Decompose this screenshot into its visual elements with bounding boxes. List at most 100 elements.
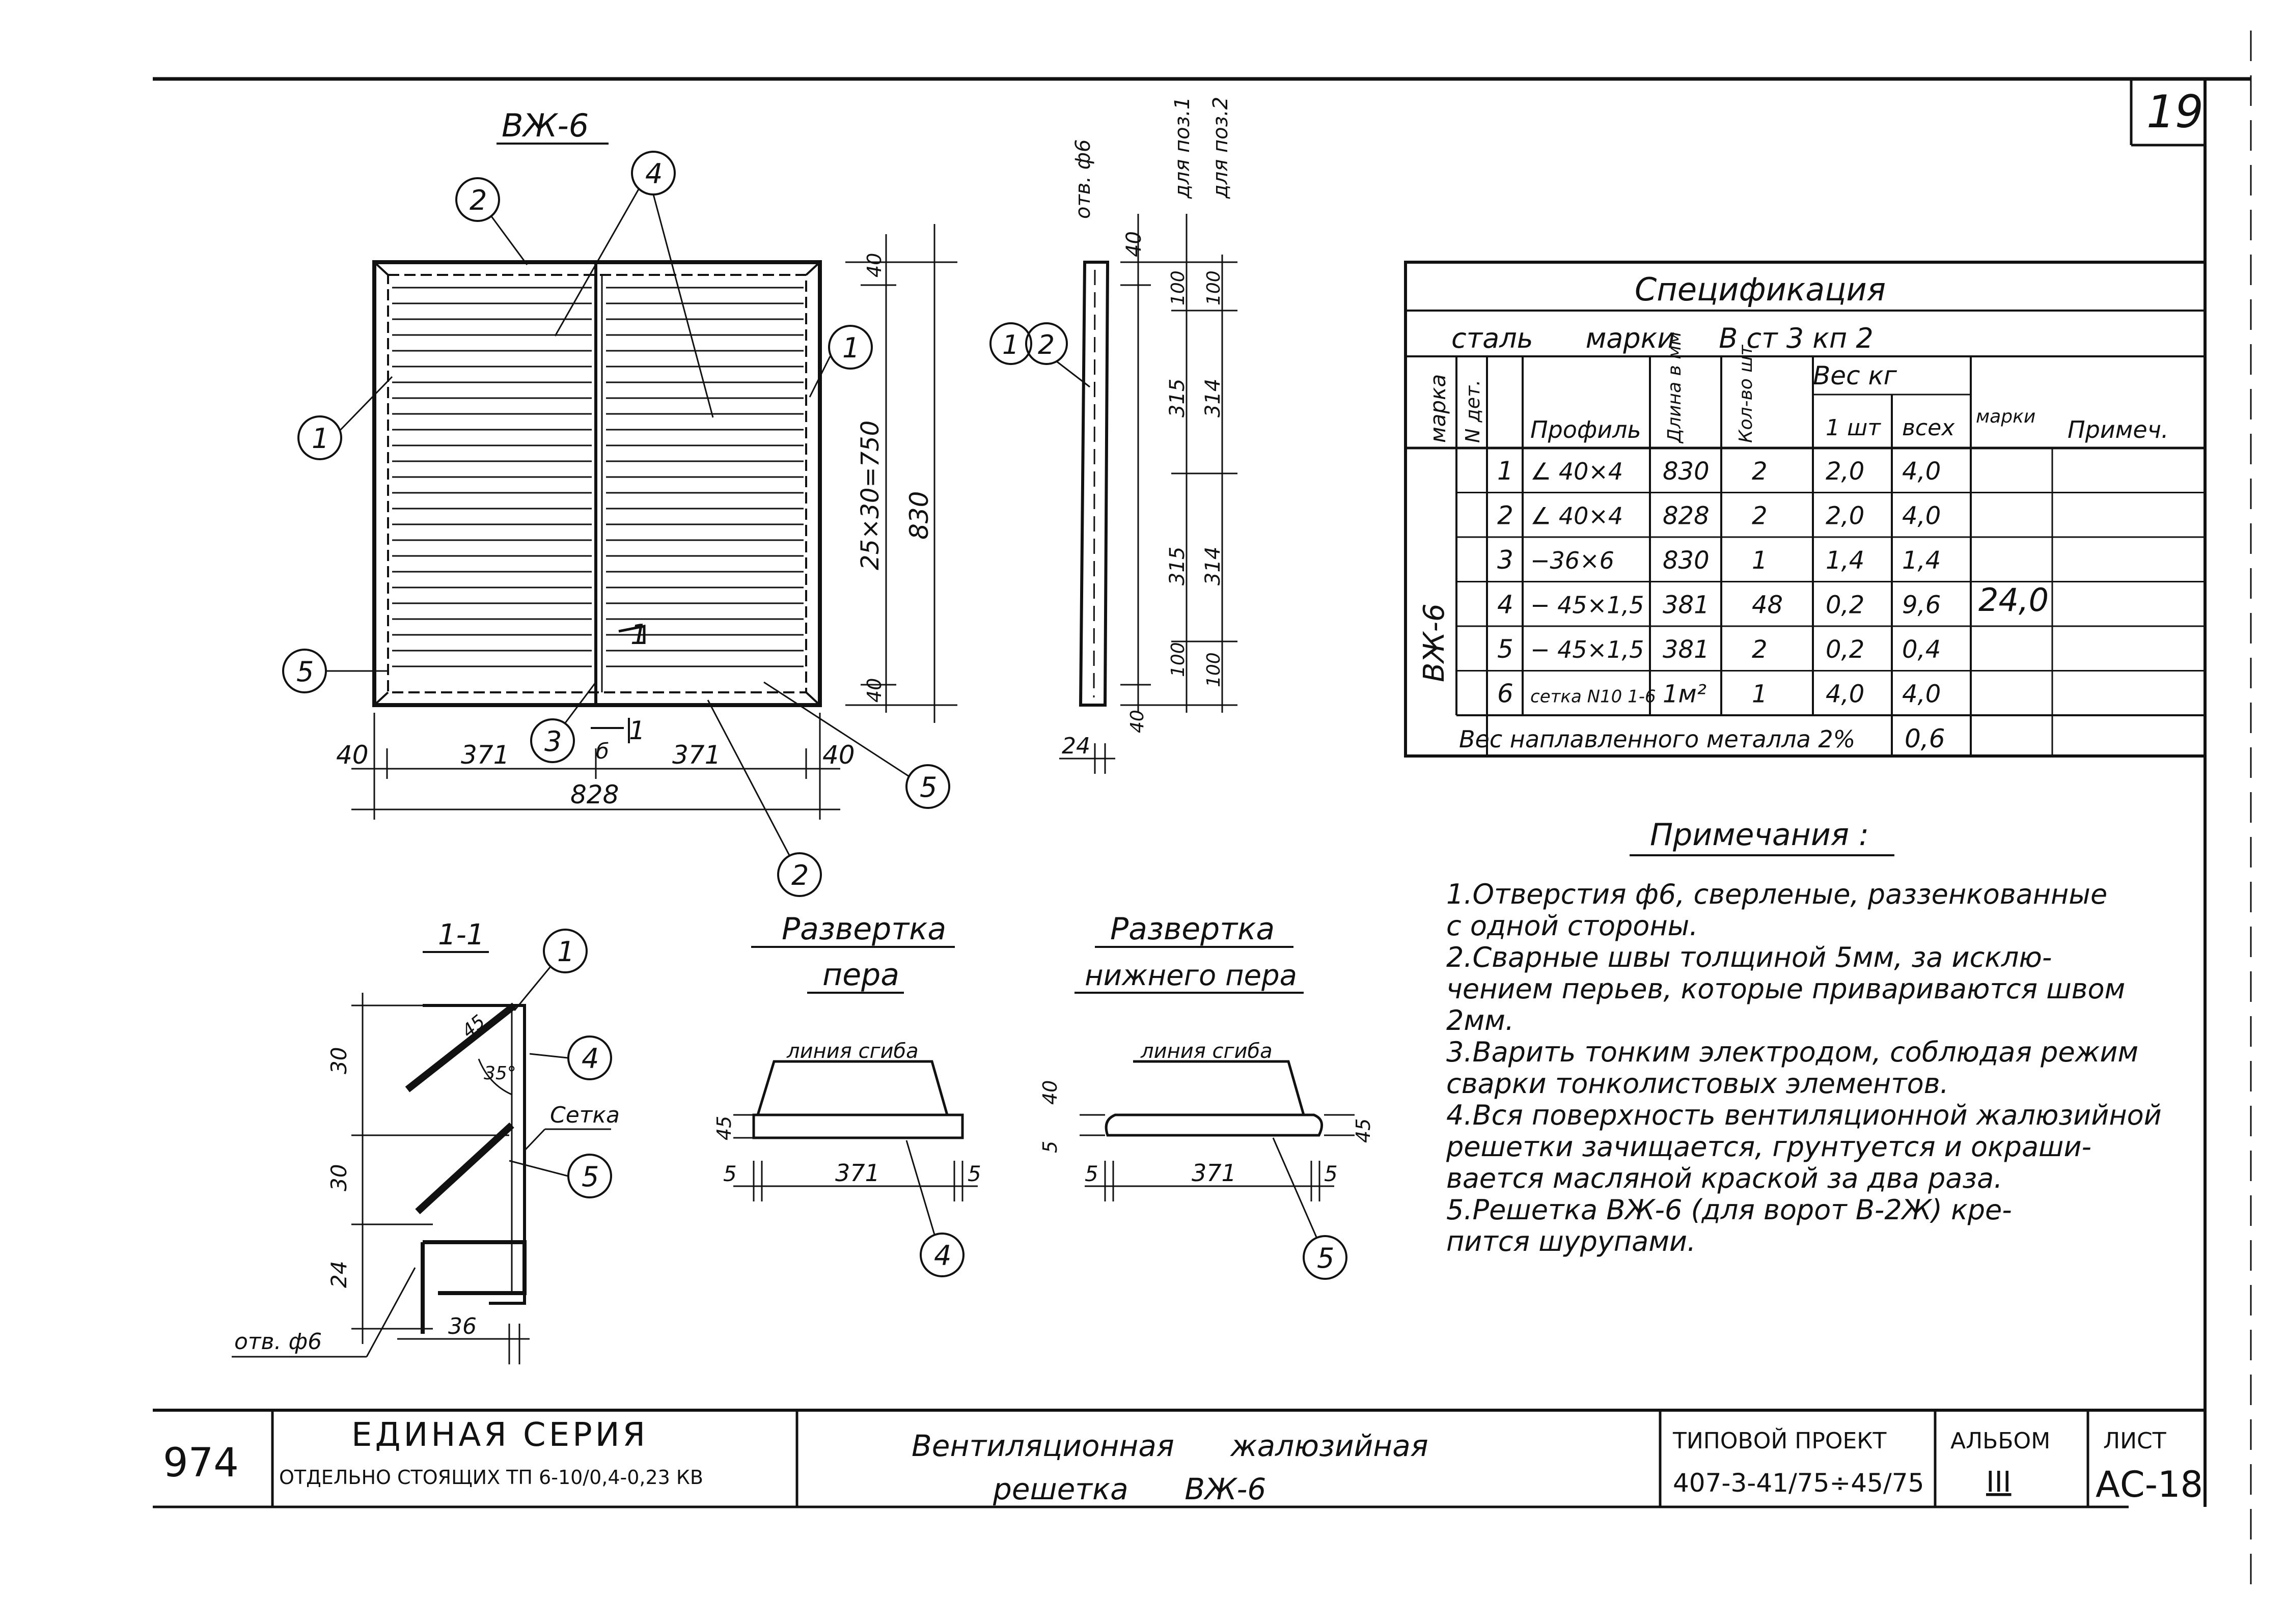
- svg-text:1: 1: [557, 936, 574, 968]
- side-dim-100-c: 100: [1168, 642, 1189, 677]
- spec-cell-wall: 1,4: [1902, 546, 1941, 575]
- svg-text:5: 5: [1317, 1242, 1334, 1274]
- callout-5-right: 5: [763, 681, 950, 809]
- side-for-pos-2: для поз.2: [1209, 97, 1232, 199]
- unfold-1-title-2: пера: [822, 957, 899, 993]
- spec-cell-len: 381: [1663, 635, 1710, 664]
- dim-bottom-40: 40: [863, 678, 886, 703]
- callout-2-bottom: 2: [707, 699, 822, 897]
- unfold-1-bend-line: линия сгиба: [786, 1040, 919, 1063]
- side-view: отв. ф6 40 для поз.1 для поз.2 100 100 3…: [989, 97, 1237, 774]
- notes-line: 5.Решетка ВЖ-6 (для ворот В-2Ж) кре-: [1446, 1194, 2012, 1226]
- side-hole-label: отв. ф6: [1071, 139, 1095, 219]
- side-dim-24: 24: [1062, 733, 1090, 759]
- spec-cell-wall: 4,0: [1902, 502, 1941, 530]
- sec-angle-35: 35°: [484, 1063, 516, 1084]
- spec-header-mark: марка: [1425, 374, 1450, 443]
- svg-text:5: 5: [582, 1161, 599, 1193]
- sec-dim-24: 24: [326, 1261, 351, 1288]
- side-dim-100-b: 100: [1203, 270, 1224, 305]
- unfold-1-title-1: Развертка: [782, 911, 946, 947]
- title-block-series-1: ЕДИНАЯ СЕРИЯ: [351, 1416, 648, 1454]
- sec-dim-45: 45: [458, 1011, 489, 1042]
- spec-header-note: Примеч.: [2068, 416, 2169, 443]
- svg-text:5: 5: [920, 771, 937, 803]
- spec-cell-len: 828: [1663, 502, 1710, 530]
- side-dim-315-a: 315: [1166, 379, 1189, 417]
- callout-5-section: 5: [509, 1154, 612, 1198]
- svg-text:2: 2: [791, 859, 809, 891]
- section-title: 1-1: [438, 918, 484, 951]
- unfold-1-right-5: 5: [968, 1161, 981, 1186]
- svg-text:4: 4: [582, 1043, 599, 1075]
- notes-line: чением перьев, которые привариваются шво…: [1446, 973, 2125, 1005]
- callout-4-section: 4: [529, 1035, 612, 1080]
- unfold-2-left-5: 5: [1085, 1161, 1098, 1186]
- main-view-title: ВЖ-6: [502, 107, 589, 144]
- spec-cell-len: 1м²: [1663, 680, 1706, 709]
- title-block-project-label: ТИПОВОЙ ПРОЕКТ: [1672, 1427, 1887, 1454]
- section-1-1: 1-1 30 30 24 36 45 35° Сетка отв. ф6 1: [232, 918, 620, 1364]
- spec-weld-value: 0,6: [1905, 724, 1945, 753]
- spec-header-num: N дет.: [1462, 380, 1484, 443]
- callout-1-right: 1: [809, 325, 873, 398]
- dim-371-left: 371: [461, 740, 509, 770]
- sec-dim-36: 36: [448, 1313, 477, 1339]
- spec-header-wmark: марки: [1976, 406, 2035, 427]
- notes-line: с одной стороны.: [1446, 910, 1698, 942]
- main-view: ВЖ-6 1 40 371 б 371 40 828 1: [282, 107, 957, 897]
- unfold-feather: Развертка пера линия сгиба 45 5 371 5 4: [713, 911, 981, 1277]
- sec-mesh-label: Сетка: [550, 1102, 620, 1128]
- spec-cell-w1: 0,2: [1826, 591, 1864, 620]
- unfold-1-h-45: 45: [713, 1116, 735, 1140]
- spec-cell-qty: 2: [1752, 635, 1768, 664]
- spec-cell-n: 3: [1497, 545, 1513, 575]
- title-block: 974 ЕДИНАЯ СЕРИЯ ОТДЕЛЬНО СТОЯЩИХ ТП 6-1…: [153, 1409, 2205, 1507]
- dim-top-40: 40: [863, 253, 886, 277]
- spec-cell-n: 6: [1497, 679, 1513, 709]
- callout-2-top: 2: [455, 177, 528, 265]
- title-block-name-1: Вентиляционная жалюзийная: [912, 1429, 1428, 1463]
- callout-1-left: 1: [297, 376, 393, 460]
- side-dim-100-d: 100: [1203, 652, 1224, 687]
- spec-cell-n: 1: [1497, 456, 1513, 486]
- side-dim-314-a: 314: [1201, 379, 1225, 417]
- louver-blades: [392, 287, 804, 667]
- unfold-1-w-371: 371: [835, 1159, 880, 1187]
- dim-left-40: 40: [336, 740, 369, 770]
- spec-cell-profile: − 45×1,5: [1530, 592, 1644, 619]
- unfold-lower-feather: Развертка нижнего пера линия сгиба 40 5 …: [1039, 911, 1374, 1280]
- spec-mark-value: ВЖ-6: [1418, 603, 1451, 682]
- notes-line: 3.Варить тонким электродом, соблюдая реж…: [1446, 1036, 2138, 1068]
- callout-4-top: 4: [554, 151, 714, 418]
- spec-cell-wall: 0,4: [1902, 635, 1941, 664]
- callout-1-2-side: 1 2: [989, 322, 1090, 388]
- notes-line: сварки тонколистовых элементов.: [1446, 1068, 1949, 1100]
- side-dim-315-b: 315: [1166, 547, 1189, 585]
- spec-cell-profile: ∠ 40×4: [1530, 458, 1623, 485]
- unfold-2-right-5: 5: [1324, 1161, 1338, 1186]
- spec-cell-profile: −36×6: [1530, 547, 1614, 574]
- callout-5-unfold: 5: [1272, 1137, 1347, 1280]
- notes-line: вается масляной краской за два раза.: [1446, 1162, 2002, 1194]
- sec-dim-30-a: 30: [326, 1047, 351, 1074]
- title-block-sheet-value: АС-18: [2096, 1464, 2203, 1505]
- spec-cell-wall: 9,6: [1902, 591, 1941, 620]
- unfold-2-h-5: 5: [1039, 1141, 1061, 1153]
- svg-text:3: 3: [544, 725, 562, 758]
- spec-cell-profile: − 45×1,5: [1530, 636, 1644, 663]
- spec-table: Спецификация сталь марки В ст 3 кп 2 Вес…: [1404, 261, 2207, 758]
- spec-cell-w1: 1,4: [1826, 546, 1864, 575]
- spec-cell-n: 2: [1497, 501, 1513, 530]
- spec-cell-w1: 0,2: [1826, 635, 1864, 664]
- sec-hole-label: отв. ф6: [234, 1329, 322, 1355]
- spec-title: Спецификация: [1635, 271, 1886, 308]
- spec-cell-w1: 2,0: [1826, 502, 1864, 530]
- spec-cell-profile: ∠ 40×4: [1530, 502, 1623, 530]
- spec-cell-qty: 1: [1752, 680, 1768, 709]
- dim-center-mark: б: [596, 739, 609, 764]
- side-dim-40-top: 40: [1122, 231, 1146, 257]
- title-block-name-2: решетка ВЖ-6: [993, 1472, 1266, 1506]
- side-dim-314-b: 314: [1201, 547, 1225, 585]
